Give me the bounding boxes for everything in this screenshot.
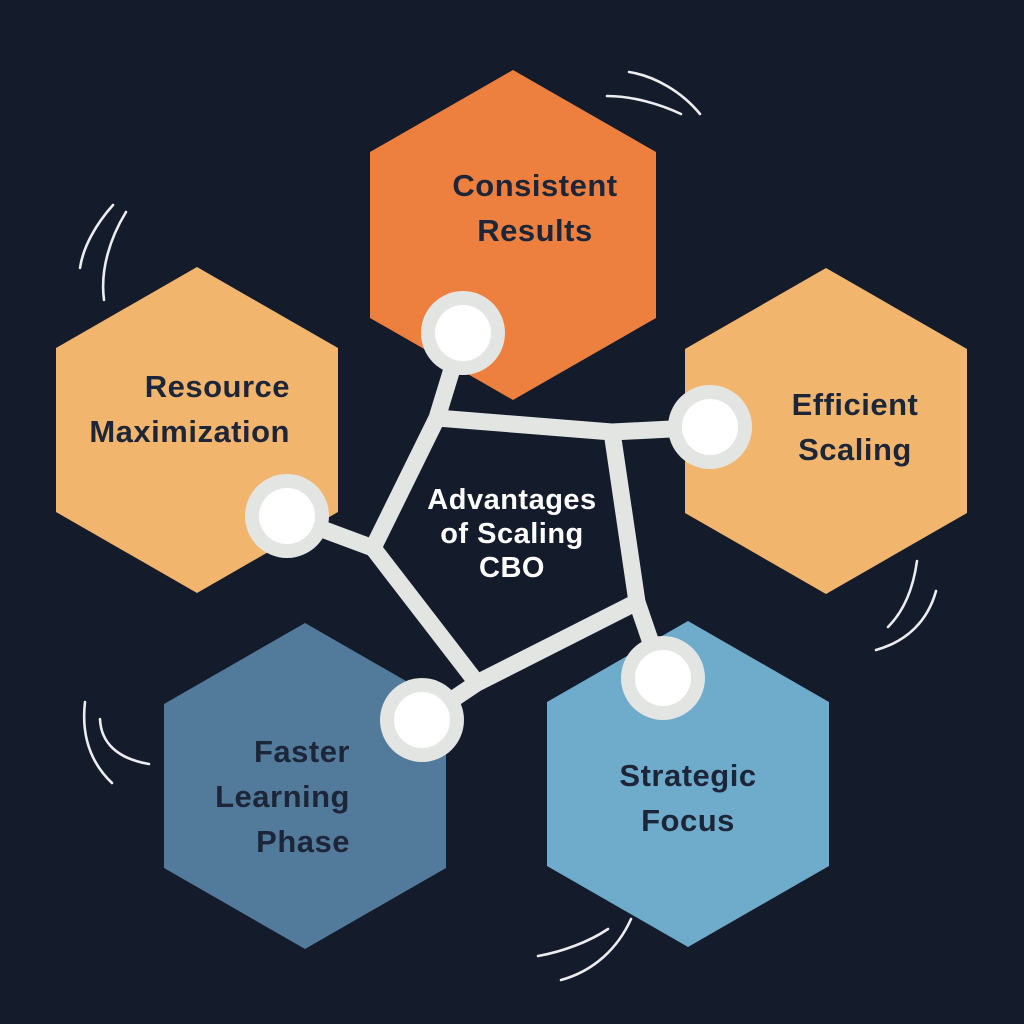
- hexagon-label-efficient-scaling: Efficient Scaling: [791, 387, 919, 467]
- node-dot-faster-learning-phase: [394, 692, 450, 748]
- swoosh-right-middle-icon: [874, 589, 938, 652]
- node-dot-efficient-scaling: [682, 399, 738, 455]
- hexagon-efficient-scaling: [685, 268, 967, 594]
- hexagon-label-consistent-results: Consistent Results: [452, 168, 618, 248]
- swoosh-top-right-icon: [627, 70, 702, 116]
- node-dot-resource-maximization: [259, 488, 315, 544]
- node-dot-strategic-focus: [635, 650, 691, 706]
- swoosh-right-middle-icon: [886, 559, 919, 629]
- swoosh-bottom-center-icon: [559, 917, 633, 982]
- hexagon-faster-learning-phase: [164, 623, 446, 949]
- hexagon-strategic-focus: [547, 621, 829, 947]
- swoosh-bottom-left-icon: [82, 700, 114, 785]
- swoosh-bottom-left-icon: [98, 717, 151, 766]
- swoosh-left-upper-icon: [78, 203, 115, 270]
- swoosh-top-right-icon: [605, 94, 683, 116]
- swoosh-left-upper-icon: [101, 210, 128, 302]
- swoosh-bottom-center-icon: [536, 927, 610, 958]
- center-title: Advantages of Scaling CBO: [427, 484, 597, 584]
- hexagon-label-resource-maximization: Resource Maximization: [89, 369, 290, 449]
- node-dot-consistent-results: [435, 305, 491, 361]
- hexagon-label-strategic-focus: Strategic Focus: [619, 758, 757, 838]
- hexagon-label-faster-learning-phase: Faster Learning Phase: [215, 734, 350, 859]
